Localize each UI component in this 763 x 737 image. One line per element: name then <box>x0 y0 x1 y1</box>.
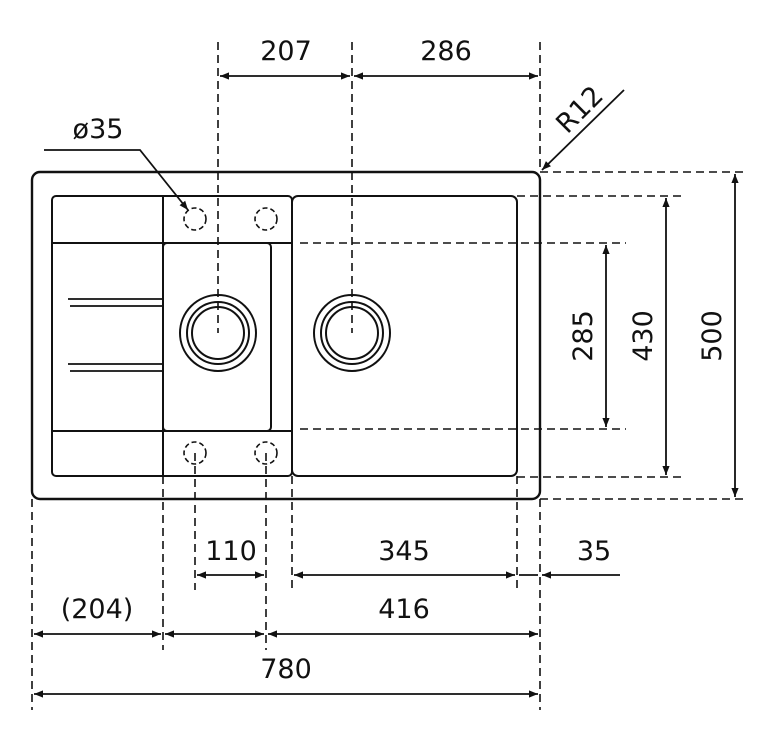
dimension-label-500: 500 <box>697 310 728 362</box>
tap-hole-bottom-right <box>254 441 278 465</box>
dimension-285: 285 <box>568 245 610 427</box>
radius-callout: R12 <box>541 80 625 171</box>
dimension-780: 780 <box>34 654 538 698</box>
dimension-500: 500 <box>697 174 739 497</box>
tap-hole-bottom-left <box>183 441 207 465</box>
dimension-207: 207 <box>220 36 350 80</box>
dimension-label-345: 345 <box>378 536 430 567</box>
dimension-label-204: (204) <box>61 594 134 625</box>
dimension-label-207: 207 <box>260 36 312 67</box>
tap-hole-top-left <box>183 207 207 231</box>
dimension-345: 345 <box>294 536 515 579</box>
dimension-416: 416 <box>268 594 538 638</box>
dimension-label-285: 285 <box>568 310 599 362</box>
dimension-label-286: 286 <box>420 36 472 67</box>
radius-label: R12 <box>550 80 609 139</box>
small-bowl-outline <box>162 242 272 432</box>
hole-diameter-callout: ø35 <box>44 114 189 211</box>
extension-lines <box>31 42 745 710</box>
dimension-label-416: 416 <box>378 594 430 625</box>
hole-diameter-label: ø35 <box>73 114 124 145</box>
dimension-430: 430 <box>628 198 670 475</box>
dimension-label-35: 35 <box>577 536 611 567</box>
sink-outer-outline <box>30 170 542 501</box>
tap-hole-top-right <box>254 207 278 231</box>
dimension-label-110: 110 <box>205 536 257 567</box>
large-bowl-outline <box>291 195 518 477</box>
dimension-label-430: 430 <box>628 310 659 362</box>
sink-body <box>30 170 542 501</box>
dimension-label-780: 780 <box>260 654 312 685</box>
dimension-35: 35 <box>519 536 620 579</box>
dimension-204: (204) <box>34 594 161 638</box>
dimension-286: 286 <box>354 36 538 80</box>
dimension-110: 110 <box>197 536 264 579</box>
